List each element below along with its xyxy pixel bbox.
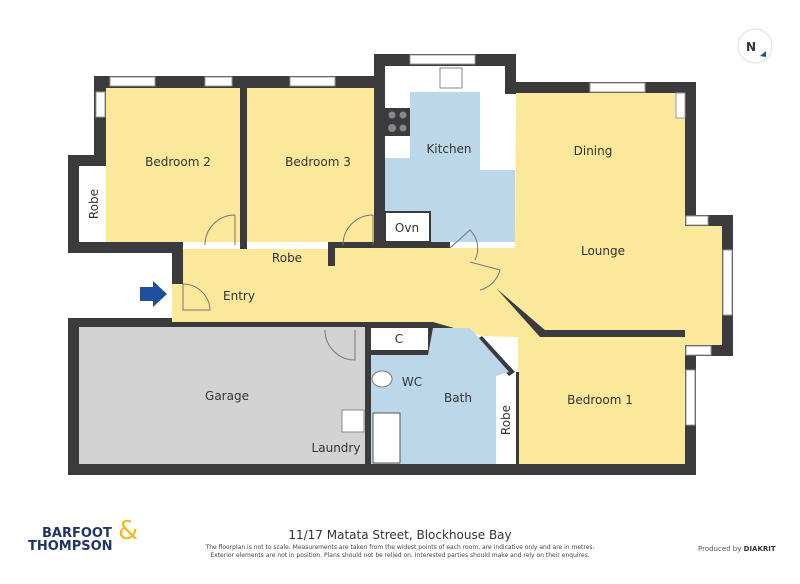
label-robe-bedroom1: Robe [499,405,513,435]
room-oven [384,211,431,243]
floorplan: Bedroom 2 Bedroom 3 Kitchen Dining Loung… [68,28,773,475]
windows [95,54,733,426]
disclaimer-line-1: The floorplan is not to scale. Measureme… [205,544,595,551]
disclaimer-line-2: Exterior elements are not in position. P… [210,552,590,559]
label-bath: Bath [444,391,472,405]
room-robe-bedroom1 [496,376,516,464]
doors [182,214,501,361]
room-robe-bedroom2 [79,166,106,242]
room-kitchen [385,92,515,242]
label-lounge: Lounge [581,244,625,258]
label-robe-bedroom2: Robe [87,189,101,219]
toilet-icon [371,370,393,388]
barfoot-thompson-logo: BARFOOT THOMPSON & [28,516,139,554]
label-bedroom1: Bedroom 1 [567,393,633,407]
cooktop-icon [385,108,410,136]
label-garage: Garage [205,389,249,403]
laundry-tub [372,412,401,464]
label-entry: Entry [223,289,255,303]
compass-icon: N [737,28,773,64]
label-cupboard: C [395,332,403,346]
room-cupboard [371,328,428,350]
laundry-sink-icon [341,409,365,433]
room-entry [183,248,540,337]
room-garage [79,327,365,464]
label-kitchen: Kitchen [426,142,471,156]
label-oven: Ovn [395,221,419,235]
entry-arrow-icon [140,281,167,307]
room-bedroom2 [106,88,240,242]
room-bedroom1 [518,337,685,464]
label-dining: Dining [574,144,613,158]
label-wc: WC [402,375,422,389]
label-laundry: Laundry [312,441,361,455]
svg-text:N: N [746,40,756,54]
room-bedroom3 [247,88,374,242]
label-bedroom3: Bedroom 3 [285,155,351,169]
sink-icon [439,67,463,89]
room-dining-lounge [450,93,722,345]
walls [68,54,733,475]
label-bedroom2: Bedroom 2 [145,155,211,169]
produced-by: Produced by DIAKRIT [698,545,776,553]
address: 11/17 Matata Street, Blockhouse Bay [288,528,512,542]
label-robe-bedroom3: Robe [272,251,302,265]
